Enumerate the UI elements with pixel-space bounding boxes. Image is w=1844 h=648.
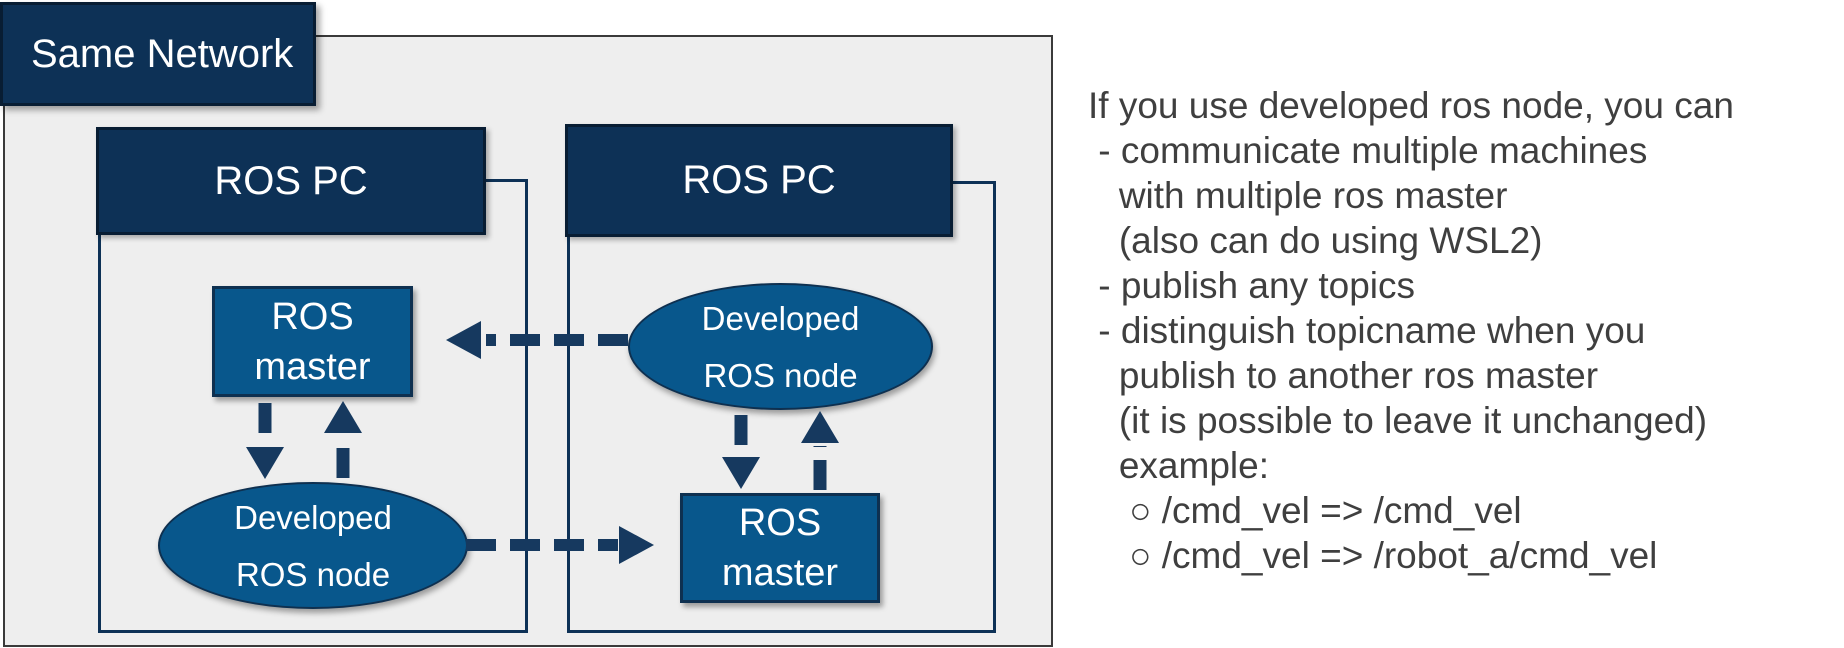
same-network-label: Same Network <box>0 2 316 106</box>
note-line: - distinguish topicname when you <box>1088 310 1646 351</box>
right-ros-master-label-line2: master <box>721 552 839 594</box>
same-network-label-text: Same Network <box>31 31 294 76</box>
note-line: - publish any topics <box>1088 265 1416 306</box>
note-line: ○ /cmd_vel => /robot_a/cmd_vel <box>1088 535 1658 576</box>
right-ros-master: ROS master <box>680 493 880 603</box>
left-developed-ros-node: Developed ROS node <box>158 482 468 609</box>
note-line: If you use developed ros node, you can <box>1088 85 1734 126</box>
left-ros-master: ROS master <box>212 286 413 397</box>
left-node-label-line1: Developed <box>234 498 392 536</box>
note-line: with multiple ros master <box>1088 175 1508 216</box>
right-node-label-line1: Developed <box>701 299 860 337</box>
right-node-label-line2: ROS node <box>703 356 858 394</box>
right-pc-title: ROS PC <box>682 158 836 202</box>
left-node-label-line2: ROS node <box>235 555 391 593</box>
left-ros-master-label-line1: ROS <box>271 295 354 338</box>
left-ros-master-label-line2: master <box>254 345 371 388</box>
right-developed-ros-node: Developed ROS node <box>628 283 933 410</box>
note-line: publish to another ros master <box>1088 355 1599 396</box>
right-pc-header: ROS PC <box>565 124 953 237</box>
note-line: (also can do using WSL2) <box>1088 220 1543 261</box>
note-line: ○ /cmd_vel => /cmd_vel <box>1088 490 1522 531</box>
left-pc-title: ROS PC <box>214 158 368 203</box>
note-line: - communicate multiple machines <box>1088 130 1648 171</box>
notes-block: If you use developed ros node, you can -… <box>1088 83 1734 578</box>
note-line: (it is possible to leave it unchanged) <box>1088 400 1708 441</box>
left-pc-header: ROS PC <box>96 127 486 235</box>
right-ros-master-label-line1: ROS <box>738 502 822 544</box>
note-line: example: <box>1088 445 1269 486</box>
